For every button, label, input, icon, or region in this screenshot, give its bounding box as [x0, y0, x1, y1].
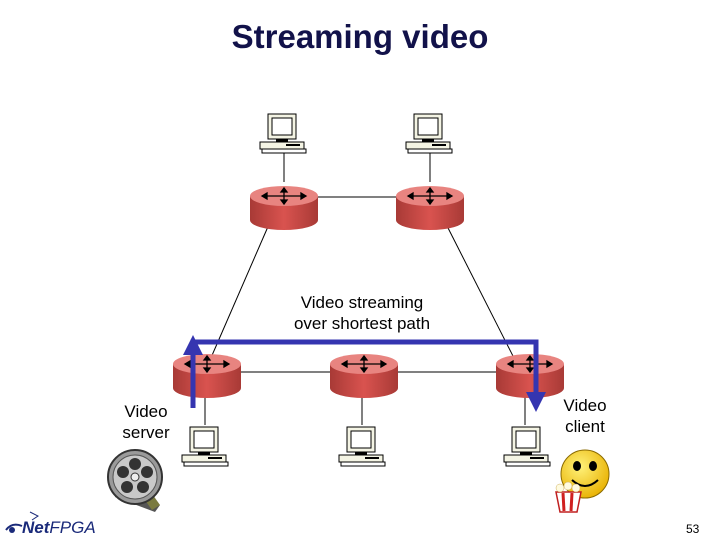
shortest-path-arrow — [183, 335, 546, 412]
router-icon — [395, 185, 465, 231]
popcorn-smiley-icon — [555, 449, 610, 513]
netfpga-logo: NetFPGA — [22, 518, 96, 538]
logo-prefix: Net — [22, 518, 50, 537]
client-label: Video client — [545, 395, 625, 437]
router-icon — [329, 353, 399, 399]
computer-icon — [503, 426, 551, 467]
netfpga-logo-icon — [5, 511, 39, 533]
path-label-line2: over shortest path — [293, 314, 431, 333]
client-label-line1: Video — [563, 396, 607, 415]
logo-suffix: FPGA — [49, 518, 96, 537]
router-icon — [249, 185, 319, 231]
server-label-line1: Video — [124, 402, 168, 421]
computer-icon — [338, 426, 386, 467]
link-right — [444, 221, 516, 361]
link-left — [209, 221, 271, 361]
page-number: 53 — [686, 522, 700, 536]
path-label-line1: Video streaming — [300, 293, 424, 312]
server-label: Video server — [106, 401, 186, 443]
server-label-line2: server — [122, 423, 170, 442]
film-reel-icon — [107, 449, 163, 512]
computer-icon — [405, 113, 453, 154]
path-label: Video streaming over shortest path — [262, 292, 462, 334]
client-label-line2: client — [565, 417, 605, 436]
computer-icon — [259, 113, 307, 154]
slide-title: Streaming video — [231, 18, 489, 55]
router-icon — [172, 353, 242, 399]
computer-icon — [181, 426, 229, 467]
router-icon — [495, 353, 565, 399]
